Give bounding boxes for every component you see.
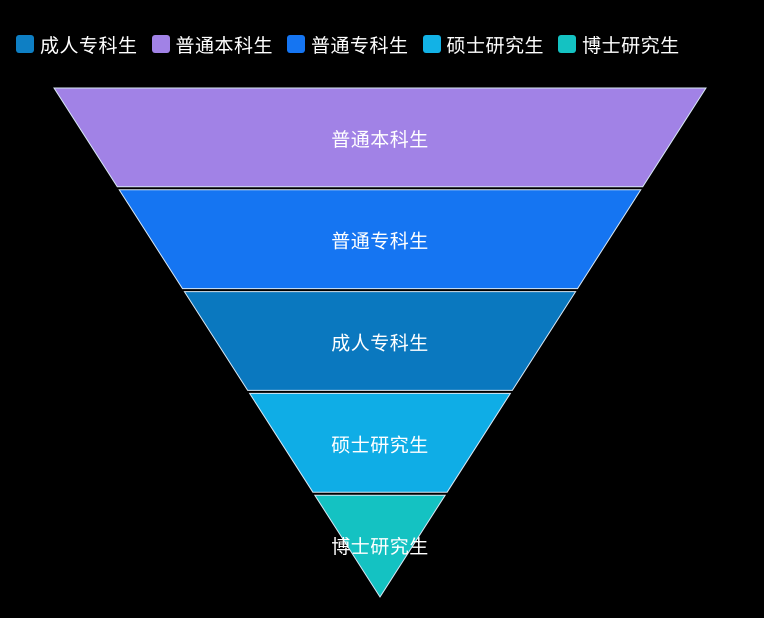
legend-swatch xyxy=(558,35,577,53)
legend-label: 博士研究生 xyxy=(582,34,680,57)
legend-item[interactable]: 普通本科生 xyxy=(151,31,274,58)
legend-item[interactable]: 成人专科生 xyxy=(16,31,138,58)
funnel-segment-label: 普通本科生 xyxy=(331,129,429,151)
legend-label: 成人专科生 xyxy=(40,34,138,57)
legend-item[interactable]: 博士研究生 xyxy=(558,31,680,58)
legend-item[interactable]: 普通专科生 xyxy=(287,31,409,58)
funnel-segment[interactable] xyxy=(313,494,447,598)
legend-label: 硕士研究生 xyxy=(446,34,545,57)
legend-swatch xyxy=(422,35,441,53)
funnel-segment[interactable] xyxy=(53,87,707,188)
funnel-segment[interactable] xyxy=(183,291,577,391)
funnel-segment[interactable] xyxy=(118,189,642,290)
legend-item[interactable]: 硕士研究生 xyxy=(422,31,545,58)
legend-swatch xyxy=(151,35,170,53)
funnel-segment[interactable] xyxy=(248,392,512,493)
legend-swatch xyxy=(287,35,306,53)
funnel-segment-label: 硕士研究生 xyxy=(331,434,429,456)
chart-legend: 成人专科生 普通本科生 普通专科生 硕士研究生 博士研究生 xyxy=(16,30,680,58)
legend-swatch xyxy=(16,35,34,53)
funnel-segment-label: 成人专科生 xyxy=(331,333,429,355)
funnel-segment-label: 普通专科生 xyxy=(331,231,429,253)
legend-label: 普通专科生 xyxy=(311,34,409,57)
funnel-segment-label: 博士研究生 xyxy=(331,536,429,558)
legend-label: 普通本科生 xyxy=(175,34,274,57)
